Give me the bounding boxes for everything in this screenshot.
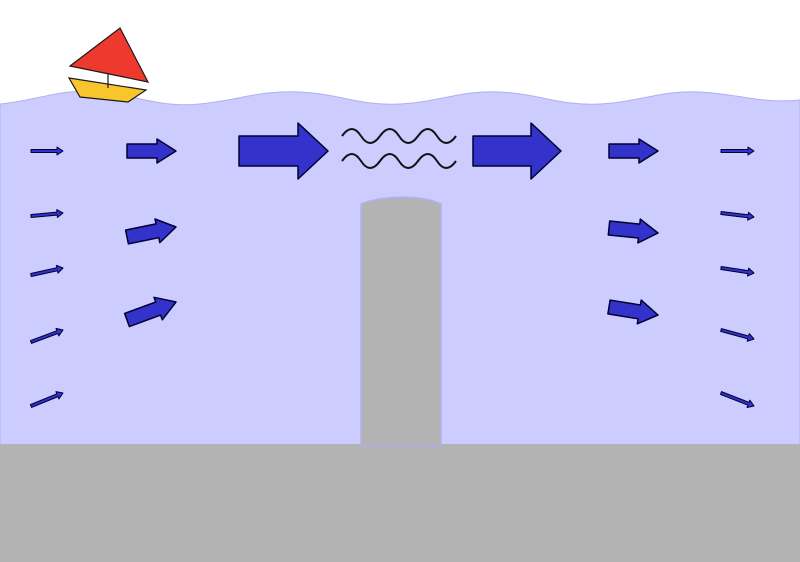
seabed <box>0 444 800 562</box>
underwater-ridge <box>361 197 441 446</box>
